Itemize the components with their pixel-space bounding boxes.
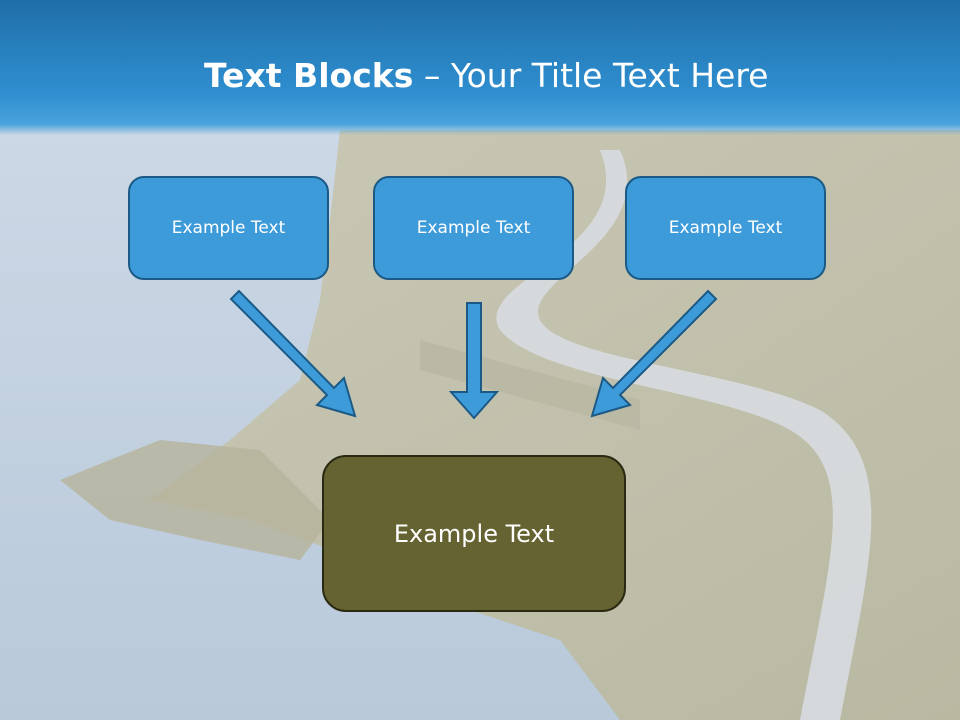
text-block-3-label: Example Text [668, 218, 783, 238]
headland [60, 440, 330, 560]
text-block-1-label: Example Text [171, 218, 286, 238]
title-rest: Your Title Text Here [450, 56, 769, 95]
title-dash: – [413, 56, 451, 95]
text-block-2-label: Example Text [416, 218, 531, 238]
text-block-2[interactable]: Example Text [373, 176, 574, 280]
title-bold: Text Blocks [204, 56, 414, 95]
arrow-right [590, 289, 718, 418]
arrow-left [229, 289, 357, 418]
text-block-3[interactable]: Example Text [625, 176, 826, 280]
result-text-block[interactable]: Example Text [322, 455, 626, 612]
title-bar [0, 0, 960, 135]
arrow-center [448, 302, 500, 420]
coastal-road [496, 150, 872, 720]
result-text-block-label: Example Text [393, 519, 555, 548]
text-block-1[interactable]: Example Text [128, 176, 329, 280]
slide-title: Text Blocks – Your Title Text Here [204, 56, 768, 96]
